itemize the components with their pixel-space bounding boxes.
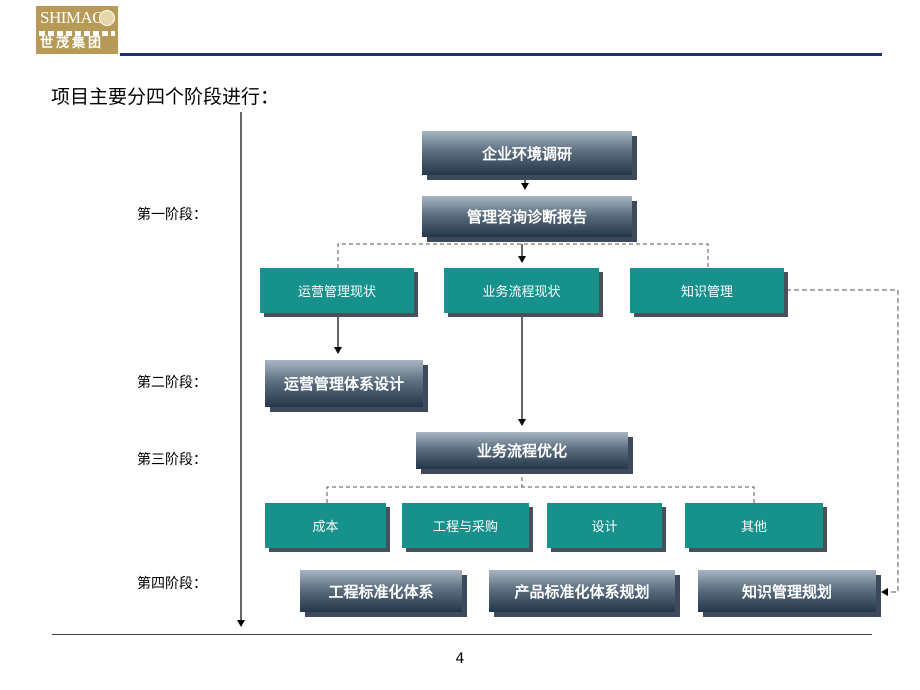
node-research: 企业环境调研	[422, 131, 632, 175]
node-design: 设计	[547, 503, 662, 548]
arrow-knowledge-plan	[786, 289, 899, 596]
node-ops-design: 运营管理体系设计	[265, 360, 423, 407]
page-number: 4	[455, 651, 465, 667]
stage-3-label: 第三阶段：	[137, 452, 207, 468]
stage-1-label: 第一阶段：	[137, 207, 207, 223]
node-cost: 成本	[265, 503, 386, 548]
node-knowledge: 知识管理	[630, 268, 784, 313]
node-process-status: 业务流程现状	[444, 268, 599, 313]
node-process-opt: 业务流程优化	[416, 432, 628, 469]
stage-4-label: 第四阶段：	[137, 576, 207, 592]
node-report: 管理咨询诊断报告	[422, 196, 632, 237]
logo-top-text: SHIMAO	[40, 8, 105, 27]
slide-title: 项目主要分四个阶段进行：	[51, 86, 280, 108]
node-engineering-std: 工程标准化体系	[300, 570, 462, 612]
company-logo: SHIMAO 世茂集团	[36, 6, 118, 54]
node-engineering-purchase: 工程与采购	[402, 503, 529, 548]
globe-icon	[99, 10, 115, 26]
node-product-std: 产品标准化体系规划	[489, 570, 675, 612]
bracket-process-split	[326, 486, 755, 503]
logo-bottom-text: 世茂集团	[40, 36, 105, 51]
logo-stripe	[39, 31, 115, 36]
footer-divider	[52, 634, 872, 635]
node-ops-status: 运营管理现状	[260, 268, 414, 313]
header-divider	[120, 53, 882, 56]
node-knowledge-plan: 知识管理规划	[698, 570, 876, 612]
bracket-report-split	[337, 243, 709, 268]
stage-2-label: 第二阶段：	[137, 375, 207, 391]
node-others: 其他	[685, 503, 823, 548]
